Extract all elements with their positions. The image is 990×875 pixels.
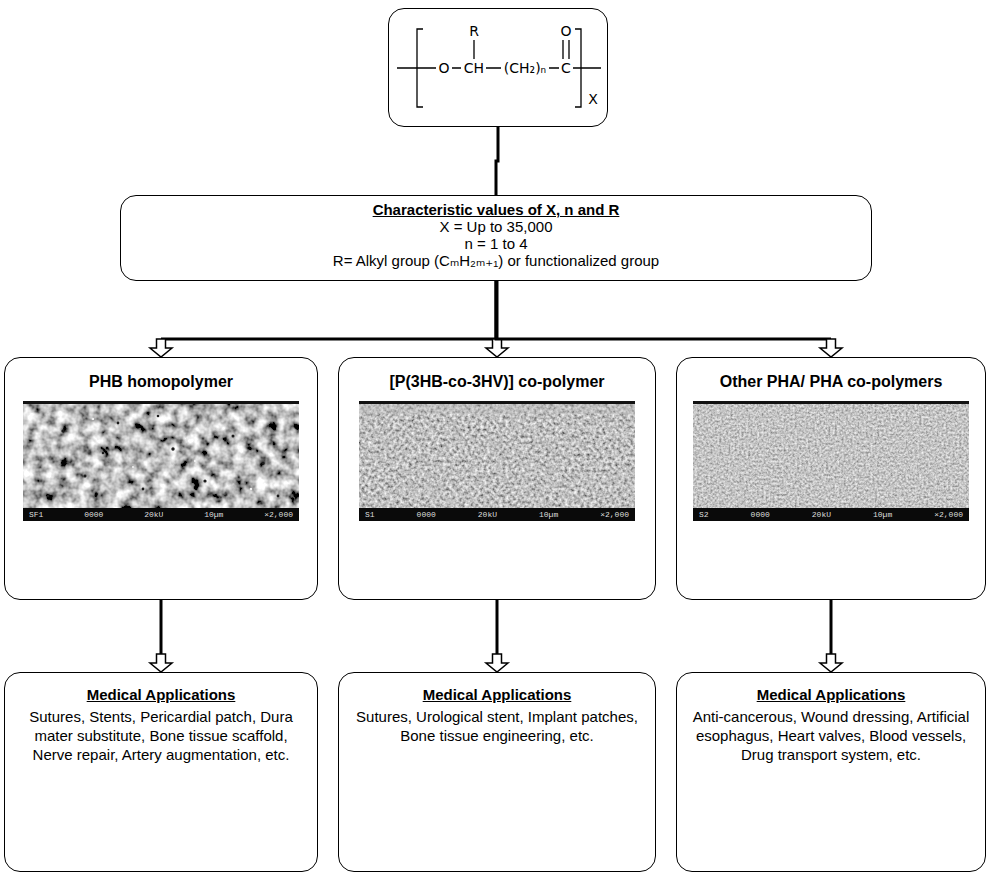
arrow-head — [820, 339, 842, 357]
micrograph-scale-text: S2 0000 20kU 10µm ×2,000 — [699, 508, 963, 521]
heading-text: Medical Applications — [353, 685, 641, 704]
arrow-head — [820, 654, 842, 672]
heading-text: [P(3HB-co-3HV)] co-polymer — [349, 372, 645, 392]
application-box: Medical ApplicationsSutures, Stents, Per… — [4, 672, 318, 872]
heading-text: Characteristic values of X, n and R — [373, 201, 620, 218]
arrow-head — [150, 654, 172, 672]
connector — [150, 281, 496, 357]
connector — [150, 600, 172, 672]
info-box: Characteristic values of X, n and RX = U… — [120, 195, 872, 281]
heading-text: PHB homopolymer — [15, 372, 307, 392]
body-text: n = 1 to 4 — [465, 235, 528, 252]
connector-line — [496, 281, 831, 339]
arrow-head — [486, 339, 508, 357]
sem-micrograph — [23, 401, 299, 521]
connector — [496, 127, 498, 195]
polymer-box: [P(3HB-co-3HV)] co-polymer — [338, 357, 656, 600]
bond — [473, 40, 474, 59]
connector — [496, 281, 842, 357]
arrow-head — [486, 654, 508, 672]
connector — [486, 600, 508, 672]
formula-text: O — [433, 60, 455, 76]
heading-text: Medical Applications — [691, 685, 971, 704]
body-text: X = Up to 35,000 — [440, 218, 553, 235]
formula-text: (CH₂)ₙ — [495, 60, 555, 76]
polymer-box: Other PHA/ PHA co-polymers — [676, 357, 986, 600]
double-bond — [563, 40, 569, 59]
formula-text: C — [557, 60, 575, 76]
formula-text: X — [585, 91, 601, 107]
body-text: Sutures, Stents, Pericardial patch, Dura… — [19, 707, 303, 764]
connector-line — [496, 600, 499, 654]
micrograph-scale-text: S1 0000 20kU 10µm ×2,000 — [365, 508, 629, 521]
polymer-box: PHB homopolymer — [4, 357, 318, 600]
body-text: Anti-cancerous, Wound dressing, Artifici… — [691, 707, 971, 764]
connector-line — [161, 281, 496, 339]
arrow-head — [150, 339, 172, 357]
formula-text: CH — [461, 60, 487, 76]
chemical-structure — [389, 9, 607, 126]
body-text: R= Alkyl group (CₘH₂ₘ₊₁) or functionaliz… — [333, 252, 659, 269]
heading-text: Medical Applications — [19, 685, 303, 704]
body-text: Sutures, Urological stent, Implant patch… — [353, 707, 641, 745]
application-box: Medical ApplicationsAnti-cancerous, Woun… — [676, 672, 986, 872]
connector-line — [160, 600, 163, 654]
formula-box: R O O CH (CH₂)ₙCX — [388, 8, 608, 127]
micrograph-scale-text: SF1 0000 20kU 10µm ×2,000 — [29, 508, 293, 521]
sem-micrograph — [693, 401, 969, 521]
connector-line — [496, 127, 498, 195]
sem-micrograph — [359, 401, 635, 521]
formula-text: O — [555, 23, 577, 39]
formula-text: R — [462, 23, 486, 39]
heading-text: Other PHA/ PHA co-polymers — [687, 372, 975, 392]
connector — [820, 600, 842, 672]
connector-line — [830, 600, 833, 654]
application-box: Medical ApplicationsSutures, Urological … — [338, 672, 656, 872]
